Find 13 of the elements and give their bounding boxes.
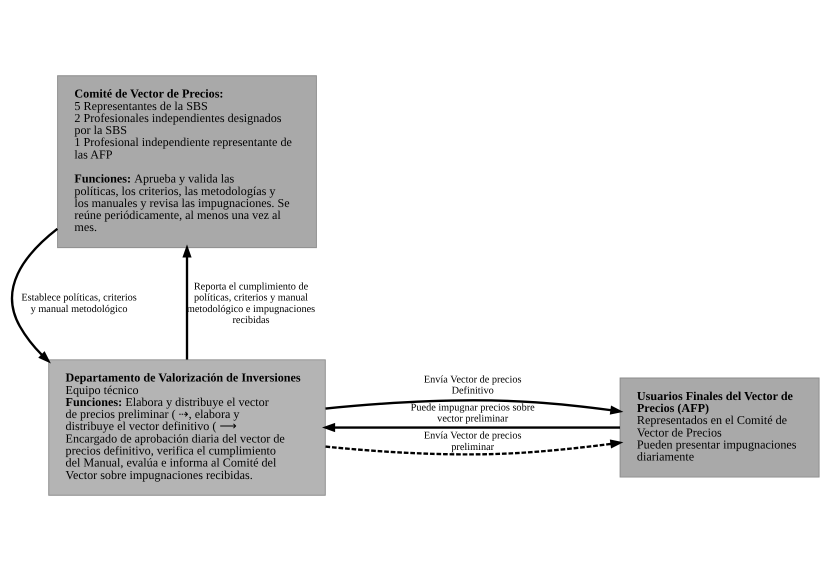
edge-label: Establece políticas, criterios y manual metodológico (21, 292, 137, 315)
node-box: Comité de Vector de Precios: 5 Representantes de la SBS 2 Profesionales independientes designados por la SBS 1 Profesional independiente representante de las AFP Funciones: Aprueba y valida las políticas, los criterios, las metodologías y los manuales y revisa las impugnaciones. Se reúne periódicamente, al menos una vez al mes. (57, 75, 317, 248)
arrow (322, 422, 620, 432)
edge-label: Envía Vector de precios Definitivo (424, 374, 522, 397)
node-box: Usuarios Finales del Vector de Precios (AFP) Representados en el Comité de Vector de Precios Pueden presentar impugnaciones diariamente (620, 378, 820, 478)
edge-label: Reporta el cumplimiento de políticas, criterios y manual metodológico e impugnaciones recibidas (186, 282, 316, 326)
arrow (182, 244, 192, 360)
arrow (325, 439, 624, 456)
arrow (325, 399, 624, 415)
edge-label: Envía Vector de precios preliminar (424, 430, 522, 453)
node-box: Departamento de Valorización de Inversiones Equipo técnico Funciones: Elabora y distribuye el vector de precios preliminar ( ⇢, elabora y distribuye el vector definitivo ( ⟶ Encargado de aprobación diaria del vector de precios definitivo, verifica el cumplimiento del Manual, evalúa e informa al Comité del Vector sobre impugnaciones recibidas. (48, 359, 326, 496)
arrow (10, 228, 58, 364)
edge-label: Puede impugnar precios sobre vector preliminar (410, 402, 535, 425)
